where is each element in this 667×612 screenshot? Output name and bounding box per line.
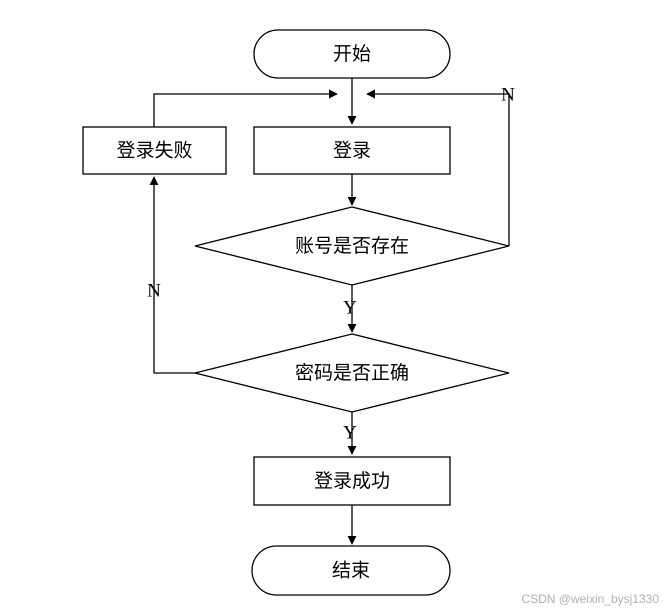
edge-account-no-to-merge xyxy=(366,89,510,246)
watermark: CSDN @weixin_bysj1330 xyxy=(521,592,659,606)
edge-password-no-to-failed xyxy=(149,176,195,374)
edge-failed-to-merge xyxy=(153,89,338,127)
start-node: 开始 xyxy=(253,29,451,79)
account-no-label: N xyxy=(501,85,515,106)
end-label: 结束 xyxy=(332,560,370,582)
login-node: 登录 xyxy=(253,126,451,175)
login-success-label: 登录成功 xyxy=(314,470,390,492)
account-exists-decision: 账号是否存在 xyxy=(194,206,510,286)
start-label: 开始 xyxy=(333,43,371,65)
account-yes-label: Y xyxy=(343,298,357,319)
end-node: 结束 xyxy=(251,545,451,596)
password-yes-label: Y xyxy=(343,423,357,444)
login-success-node: 登录成功 xyxy=(253,456,451,506)
login-failed-label: 登录失败 xyxy=(116,140,192,162)
password-correct-label: 密码是否正确 xyxy=(295,362,409,384)
account-exists-label: 账号是否存在 xyxy=(295,235,409,257)
login-failed-node: 登录失败 xyxy=(82,126,227,175)
password-no-label: N xyxy=(147,281,161,302)
password-correct-decision: 密码是否正确 xyxy=(194,333,510,413)
login-label: 登录 xyxy=(333,140,371,162)
